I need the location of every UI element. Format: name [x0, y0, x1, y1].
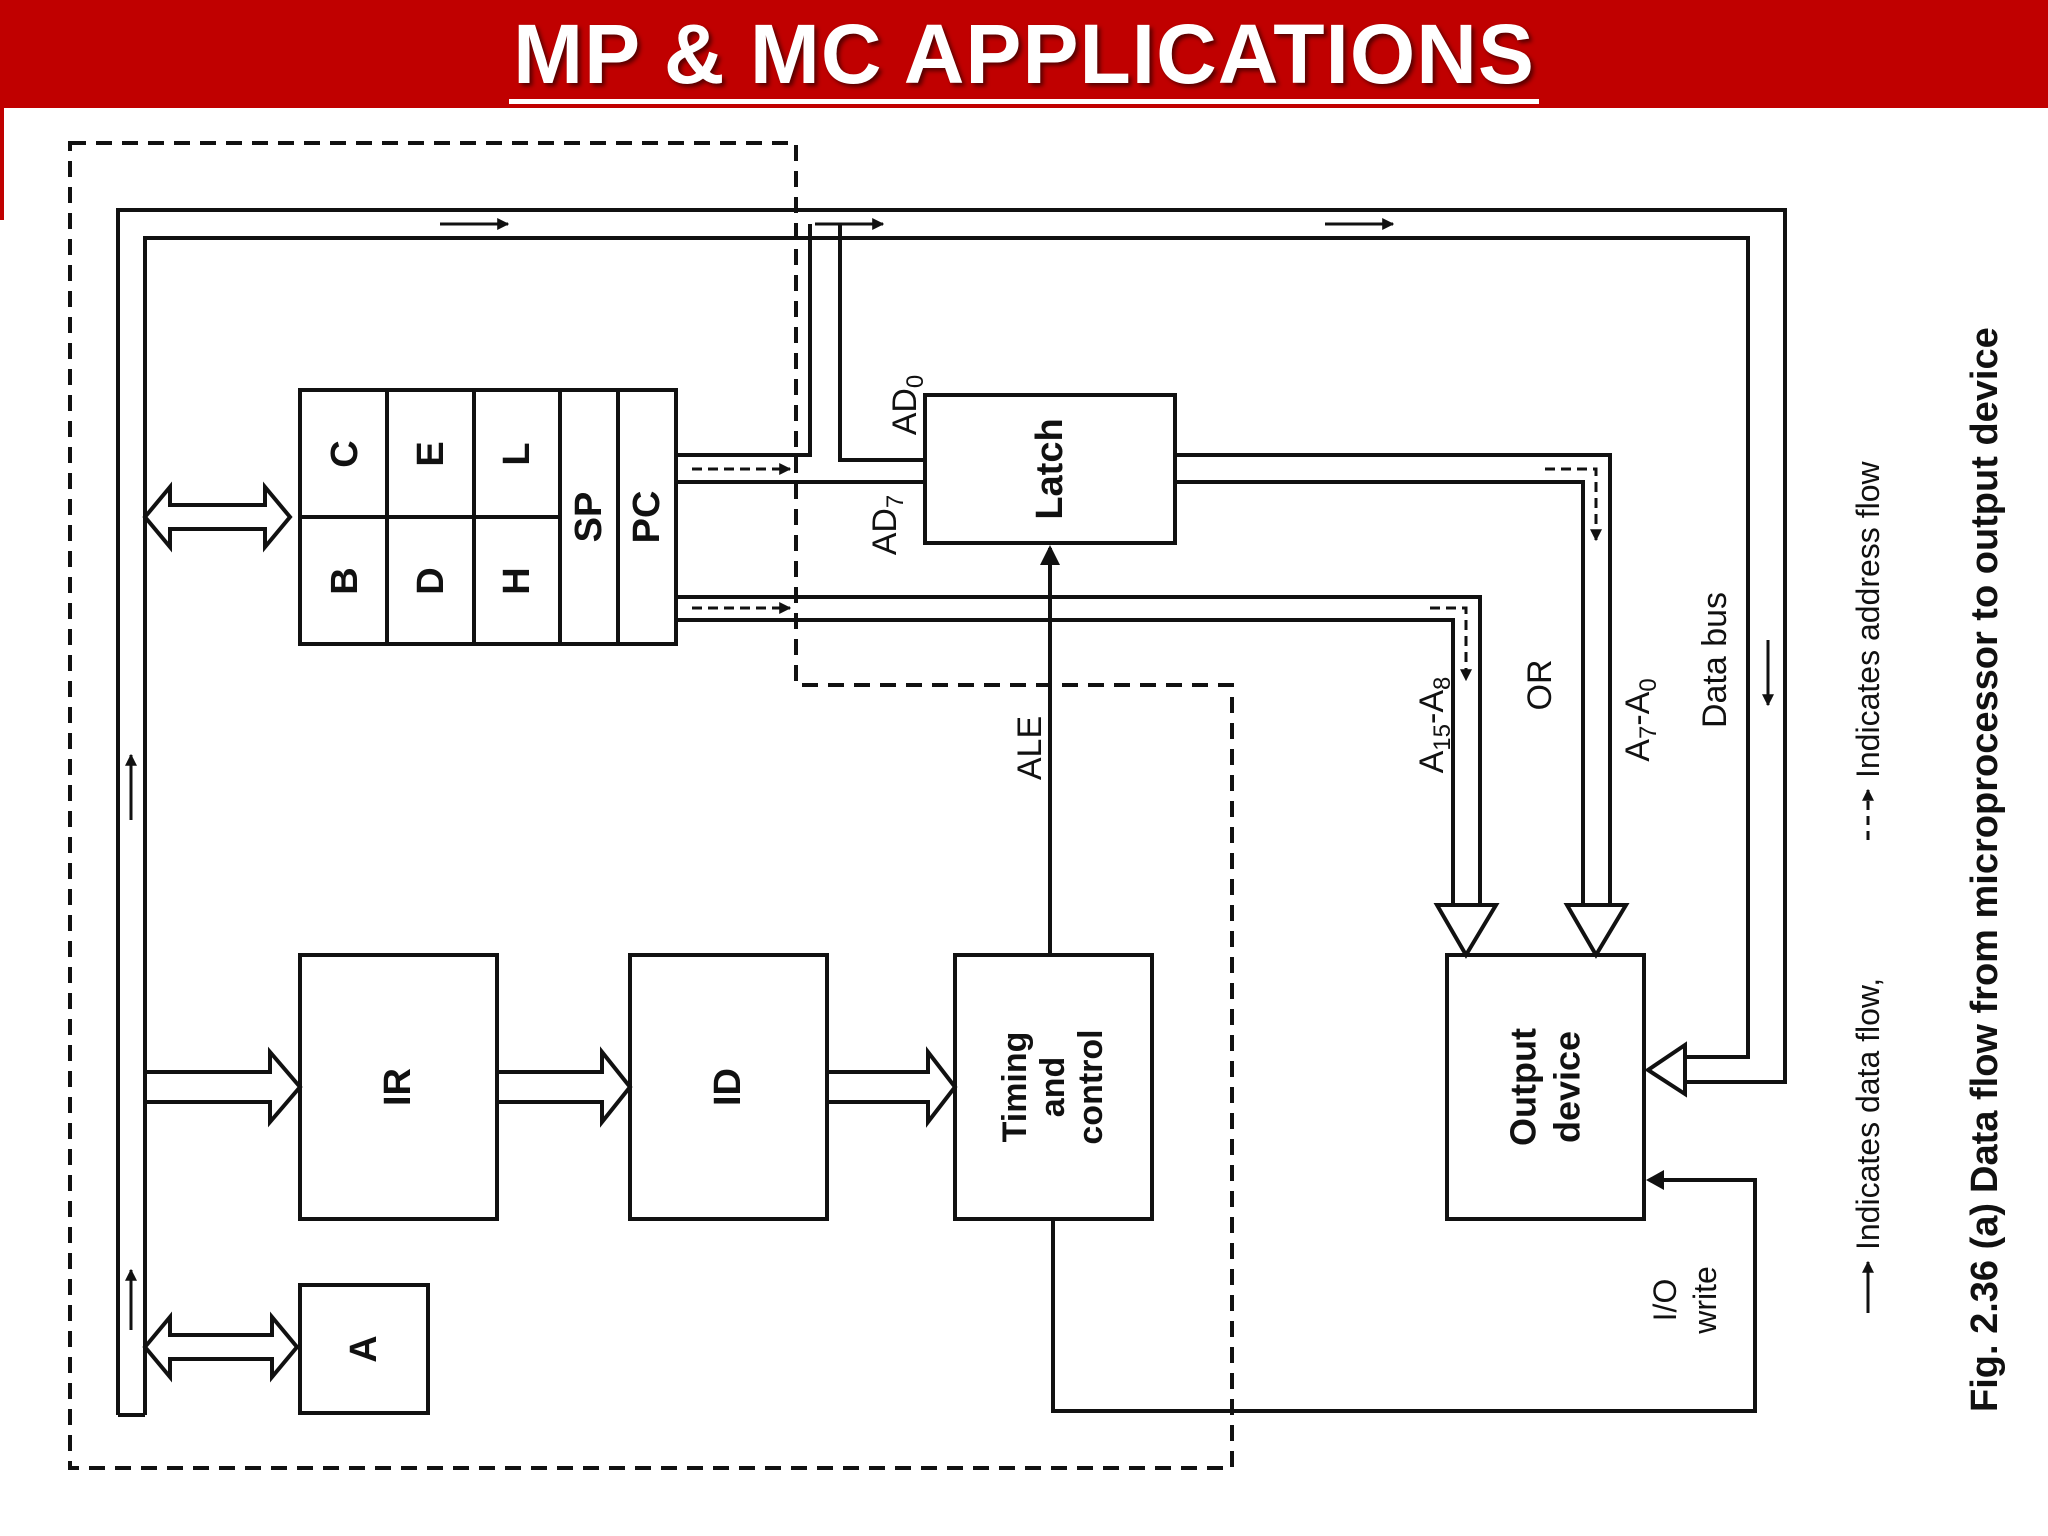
legend: Indicates data flow, Indicates address f…	[1850, 461, 1886, 1313]
output-bus-arrowheads	[1433, 903, 1687, 1098]
ir-label: IR	[377, 1068, 419, 1106]
bidirectional-bus-arrows	[142, 481, 958, 1383]
register-l: L	[496, 442, 538, 465]
register-labels: B C D E H L SP PC	[324, 440, 668, 594]
microprocessor-boundary	[68, 141, 1234, 1470]
output-device-line1: Output	[1503, 1028, 1544, 1146]
bus-flow-arrows	[125, 218, 1774, 1330]
slide-title: MP & MC APPLICATIONS	[0, 0, 2048, 108]
signal-labels: ALE AD0 AD7 A15-A8 OR A7-A0 Data bus I/O…	[866, 375, 1734, 1335]
block-labels: A IR ID Latch Timing and control Output …	[343, 418, 1588, 1362]
timing-label-line3: control	[1072, 1029, 1110, 1144]
register-d: D	[410, 567, 452, 594]
accumulator-label: A	[343, 1335, 385, 1362]
register-array	[298, 388, 678, 646]
address-lines	[676, 224, 1757, 1413]
ad0-label: AD0	[886, 375, 929, 436]
timing-label-line1: Timing	[996, 1032, 1034, 1143]
high-address-label: A15-A8	[1413, 677, 1456, 774]
ale-label: ALE	[1011, 716, 1049, 780]
address-flow-indicators	[692, 463, 1602, 682]
register-h: H	[496, 567, 538, 594]
io-write-line2: write	[1687, 1266, 1723, 1335]
figure-caption: Fig. 2.36 (a)Data flow from microprocess…	[1964, 327, 2006, 1412]
internal-data-bus	[116, 208, 1787, 1417]
id-label: ID	[707, 1068, 749, 1106]
legend-data-flow: Indicates data flow,	[1850, 978, 1886, 1250]
timing-label-line2: and	[1034, 1057, 1072, 1117]
data-bus-label: Data bus	[1696, 592, 1734, 728]
low-address-label: A7-A0	[1619, 678, 1662, 761]
latch-label: Latch	[1029, 418, 1071, 519]
register-e: E	[410, 441, 452, 466]
output-device-line2: device	[1547, 1031, 1588, 1143]
legend-address-flow: Indicates address flow	[1850, 461, 1886, 779]
register-b: B	[324, 567, 366, 594]
control-arrowheads	[1040, 545, 1664, 1190]
header-bar	[0, 0, 2048, 108]
slide-title-text: MP & MC APPLICATIONS	[509, 9, 1539, 104]
io-write-line1: I/O	[1647, 1279, 1683, 1322]
register-sp: SP	[568, 492, 610, 543]
ad7-label: AD7	[866, 495, 909, 556]
or-label: OR	[1521, 660, 1559, 711]
register-pc: PC	[626, 491, 668, 544]
header-accent	[0, 108, 4, 220]
register-c: C	[324, 440, 366, 467]
